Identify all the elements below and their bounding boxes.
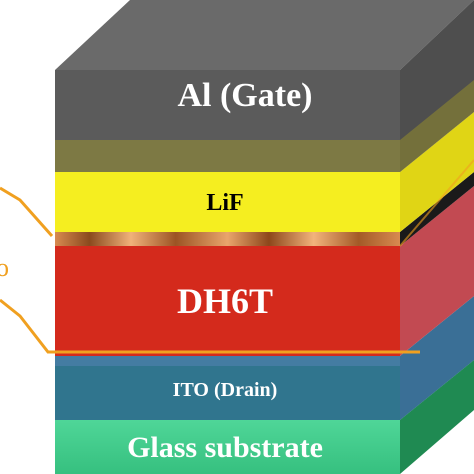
al-gate-front [55,70,400,172]
al-gate-layer: Al (Gate) [55,0,474,172]
source-electrode: o [0,159,474,354]
dh6t-side [400,186,474,356]
glass-substrate-side [400,360,474,474]
source-wire-upper [0,186,54,237]
ito-drain-top-shade [55,356,400,366]
source-wire-lower [0,298,420,354]
ito-drain-front [55,356,400,420]
source-electrode-label: o [0,253,9,282]
dh6t-layer: DH6T [55,186,474,356]
lif-label: LiF [206,190,243,216]
al-gate-side [400,0,474,172]
glass-substrate-front [55,420,400,474]
gate-yellow-overlay [55,80,474,172]
dh6t-front [55,246,400,356]
lif-side [400,112,474,232]
lif-front [55,172,400,232]
lif-layer: LiF [55,112,474,232]
dh6t-label: DH6T [177,281,273,321]
al-gate-label: Al (Gate) [177,77,312,114]
interface-side [400,172,474,246]
al-gate-top [55,0,474,70]
ito-drain-side [400,296,474,420]
source-wire-right [399,159,474,247]
ito-drain-label: ITO (Drain) [173,379,278,401]
interface-layer [55,172,474,246]
interface-front [55,232,400,246]
ito-drain-layer: ITO (Drain) [55,296,474,420]
glass-substrate-label: Glass substrate [127,431,323,464]
